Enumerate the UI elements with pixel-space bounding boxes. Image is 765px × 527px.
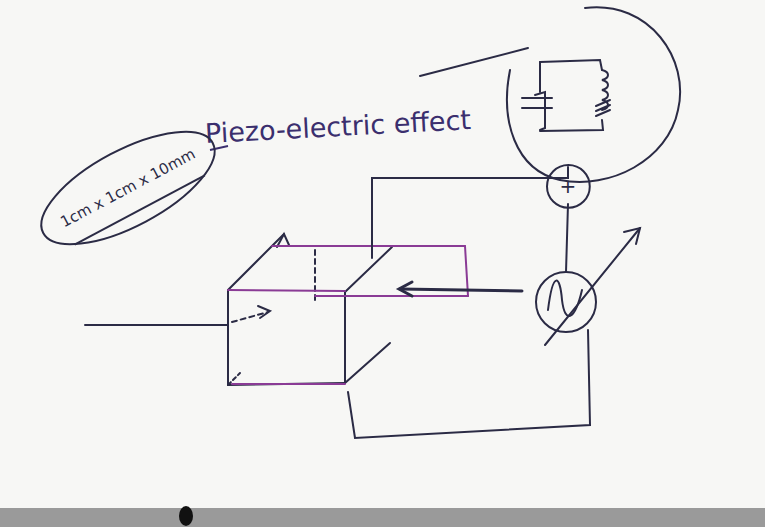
title: Piezo-electric effect xyxy=(204,104,471,149)
node-text: + xyxy=(560,174,577,198)
dimension-ellipse: 1cm x 1cm x 10mm xyxy=(24,108,232,268)
board-ledge xyxy=(0,508,765,527)
node-text: 1cm x 1cm x 10mm xyxy=(58,145,199,231)
force-arrows xyxy=(85,282,522,325)
equivalent-circuit xyxy=(420,7,680,182)
circuit-wires xyxy=(348,167,640,438)
crystal-block xyxy=(228,234,392,385)
marker-tip xyxy=(179,506,193,526)
polarity-circle: + xyxy=(546,164,591,209)
electrode-edges xyxy=(228,246,468,384)
